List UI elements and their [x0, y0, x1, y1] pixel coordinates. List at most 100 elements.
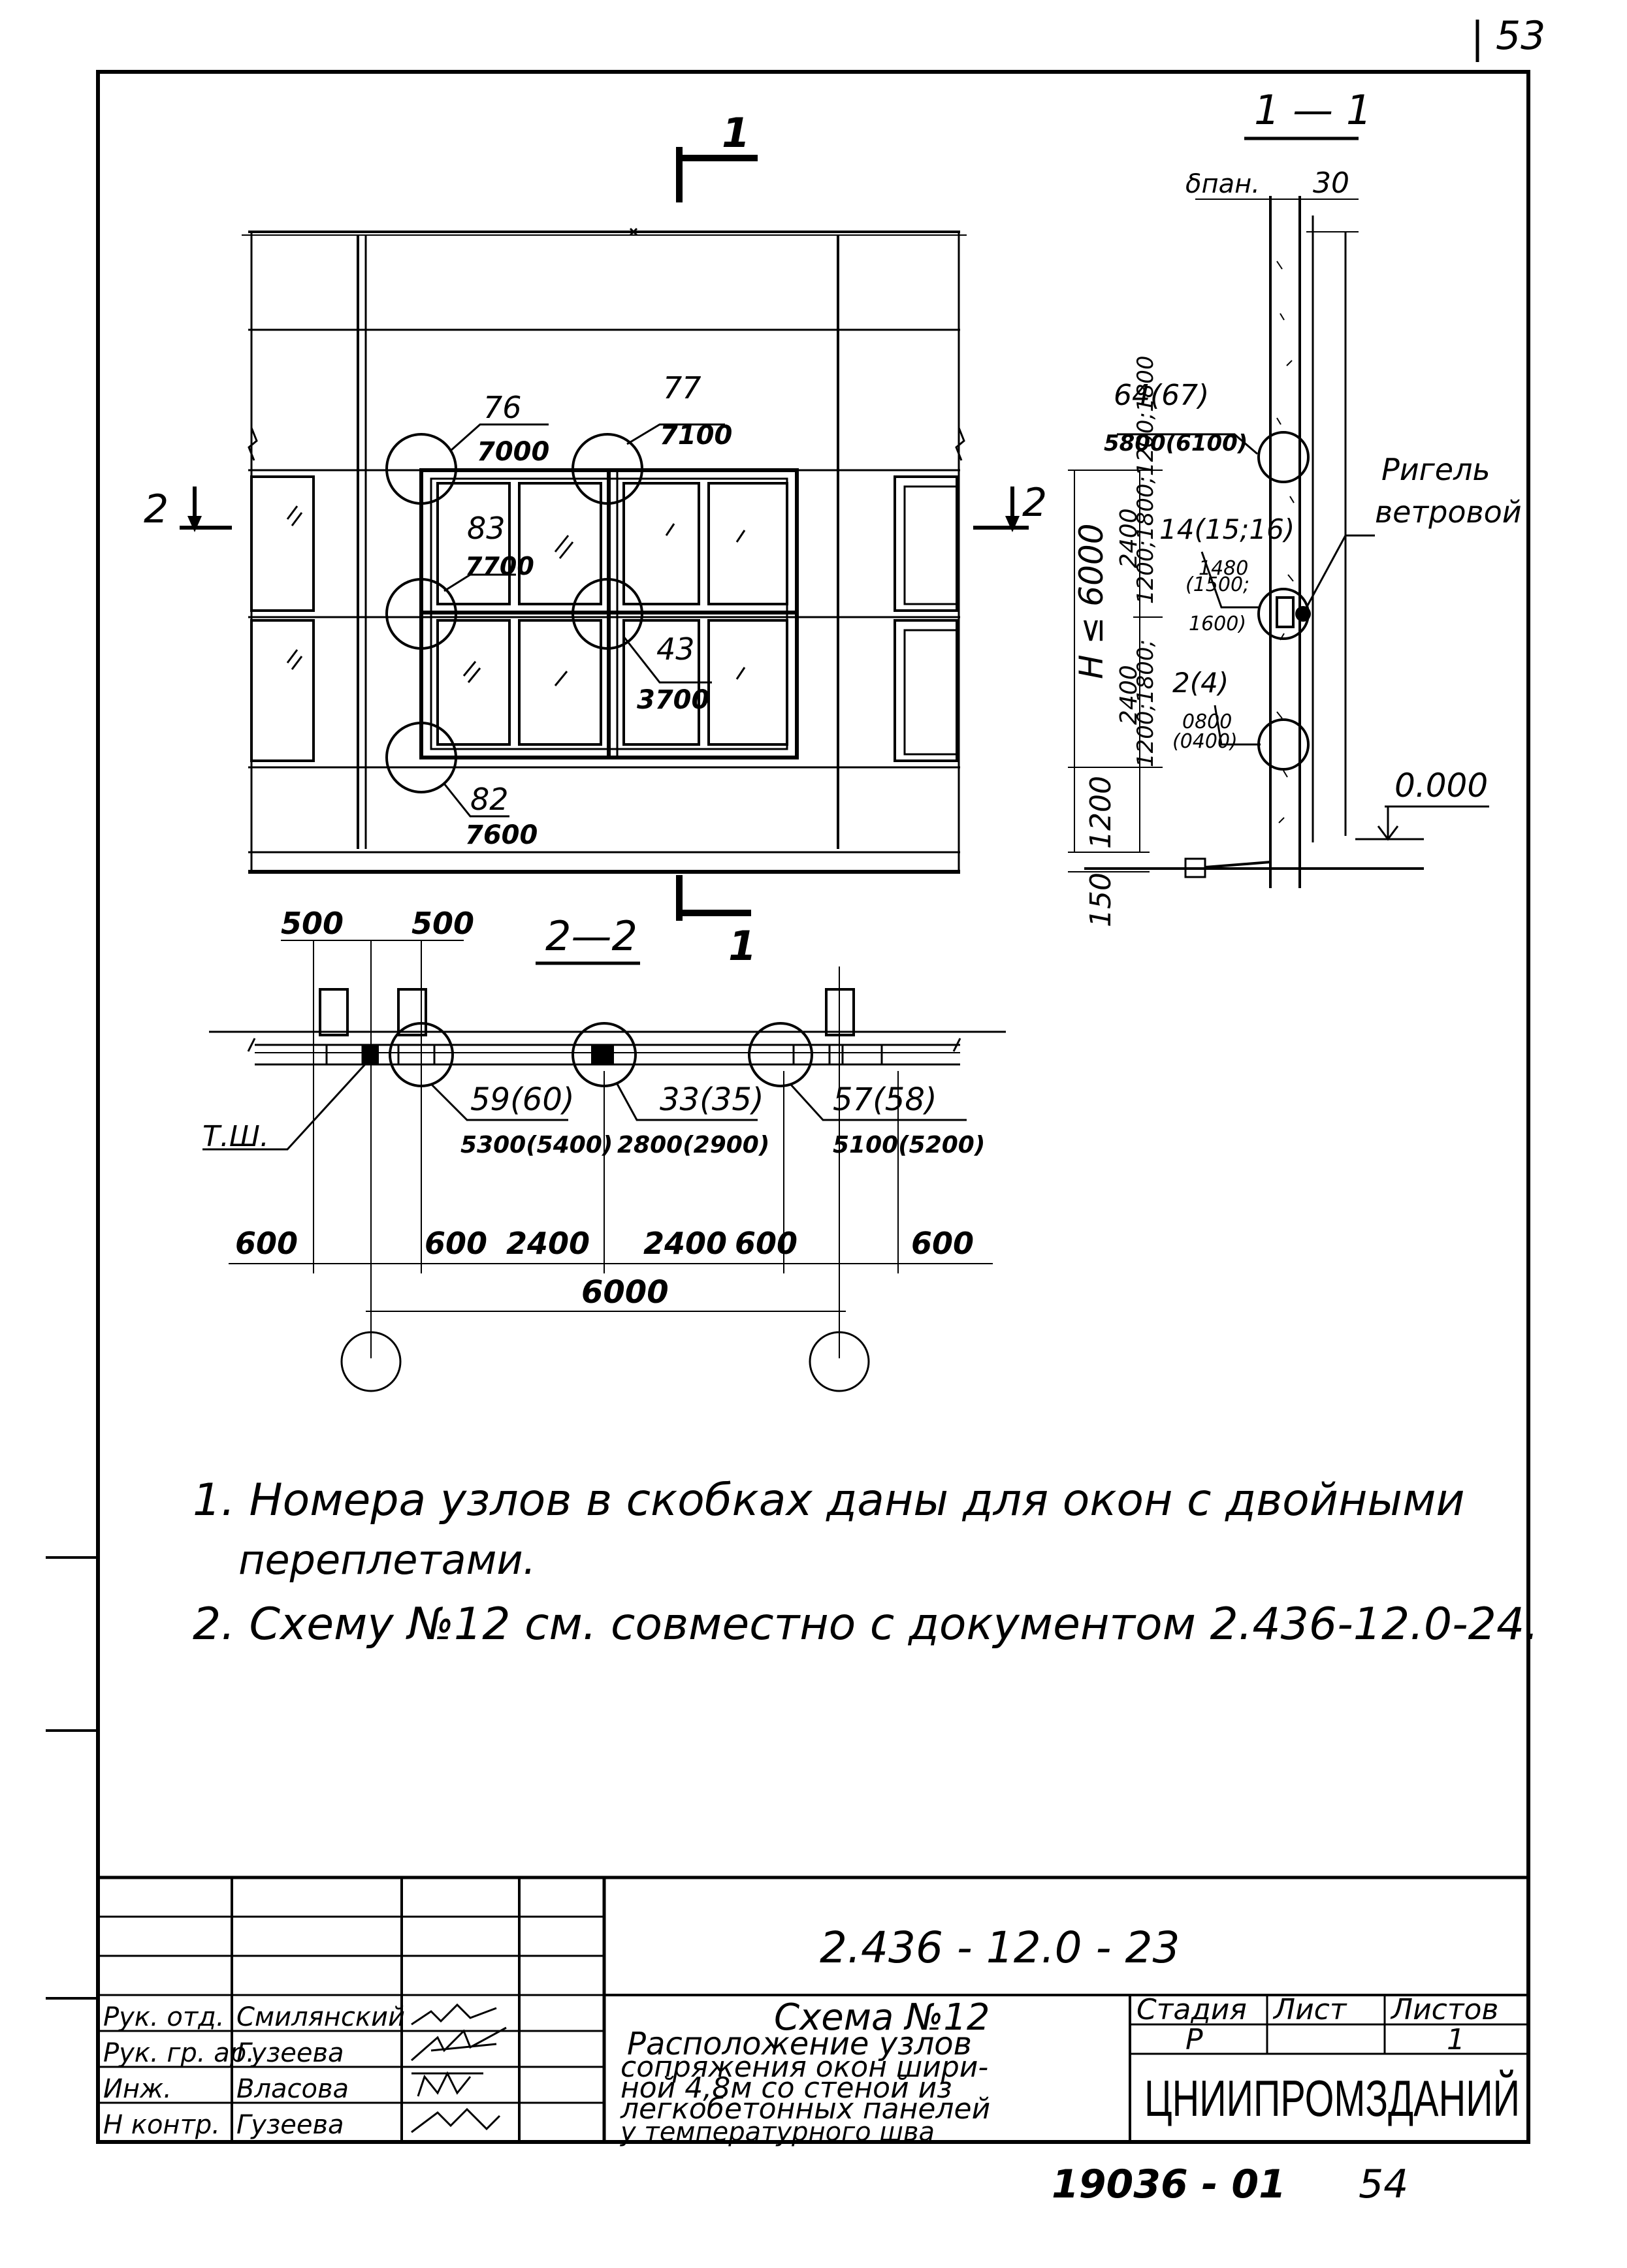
name-3: Власова	[236, 2074, 349, 2104]
node-76-number: 76	[483, 390, 522, 425]
role-3: Инж.	[103, 2074, 172, 2104]
node-43-sheet: 3700	[637, 685, 709, 715]
node-57-number: 57(58)	[833, 1081, 937, 1118]
role-2: Рук. гр. ар.	[103, 2038, 255, 2068]
node-circle	[572, 578, 643, 650]
title-line-6: у температурного шва	[620, 2117, 935, 2147]
rigel-label-2: ветровой	[1375, 494, 1522, 530]
section-marker-left	[180, 487, 232, 530]
dim-range-top: 1200;1800;1200;1800	[1133, 356, 1159, 604]
dim-2400-b: 2400	[643, 1226, 727, 1261]
role-4: Н контр.	[103, 2110, 220, 2140]
node-76-sheet: 7000	[477, 437, 549, 467]
signature	[411, 2026, 507, 2062]
dim-panel-thickness: δпан.	[1185, 169, 1260, 199]
section-marker-right-label: 2	[1022, 480, 1047, 526]
node-33-sheet: 2800(2900)	[617, 1132, 769, 1158]
dim-150: 150	[1084, 872, 1118, 927]
level-mark: 0.000	[1394, 767, 1488, 805]
org-name: ЦНИИПРОМЗДАНИЙ	[1144, 2069, 1520, 2127]
dim-600-a: 600	[235, 1226, 298, 1261]
node-43-number: 43	[656, 631, 695, 667]
node-83-number: 83	[467, 511, 506, 546]
note-2: 2. Схему №12 см. совместно с документом …	[193, 1599, 1539, 1650]
dim-2400-top: 2400	[1116, 508, 1142, 568]
name-1: Смилянский	[236, 2002, 405, 2032]
title-line-5: легкобетонных панелей	[620, 2092, 990, 2126]
node-33-number: 33(35)	[660, 1081, 764, 1118]
bottom-page: 54	[1359, 2162, 1408, 2207]
title-block: 2.436 - 12.0 - 23 Рук. отд. Рук. гр. ар.…	[98, 1876, 1528, 2147]
section-1-1-title: 1 — 1	[1254, 86, 1372, 134]
bottom-stamp: 19036 - 01	[1052, 2162, 1286, 2207]
dim-2400-a: 2400	[506, 1226, 590, 1261]
name-2: Гузеева	[236, 2038, 344, 2068]
name-4: Гузеева	[236, 2110, 344, 2140]
node-14-sheet-3: 1600)	[1189, 613, 1246, 635]
signature	[411, 2071, 483, 2097]
node-circle	[1257, 431, 1310, 483]
node-2-sheet-2: (0400)	[1172, 730, 1238, 753]
section-2-2-title: 2—2	[545, 912, 637, 960]
node-64-sheet: 5800(6100)	[1104, 430, 1248, 456]
sheet-frame	[96, 70, 1530, 2144]
node-14-sheet-1: 1480	[1199, 557, 1248, 580]
node-82-sheet: 7600	[465, 820, 538, 850]
dim-range-low: 1200;1800;	[1133, 639, 1159, 767]
section-2-2: 2—2 500 500 Т.Ш. 59(60) 5300(5400) 33(35…	[202, 906, 1006, 1392]
node-59-sheet: 5300(5400)	[460, 1132, 613, 1158]
node-circle	[385, 722, 457, 793]
node-2-sheet-1: 0800	[1182, 711, 1232, 733]
dim-30: 30	[1313, 167, 1349, 200]
dim-500-right: 500	[411, 906, 474, 941]
node-77-number: 77	[663, 370, 701, 406]
node-14-sheet-2: (1500;	[1185, 573, 1249, 596]
dim-500-left: 500	[281, 906, 344, 941]
section-1-1: 1 — 1 δпан. 30 64(67) 5800(6100) 14(15;1…	[1068, 86, 1522, 927]
dim-2400-low: 2400	[1116, 665, 1142, 725]
node-circle	[385, 578, 457, 650]
note-1-line-2: переплетами.	[238, 1536, 536, 1584]
col-stage: Стадия	[1136, 1993, 1247, 2026]
node-83-sheet: 7700	[465, 552, 534, 581]
section-marker-right	[973, 487, 1029, 530]
elevation-view: 76 7000 77 7100 83 7700 43 3700 82 7600 …	[144, 109, 1047, 970]
section-mark-bottom: 1	[728, 922, 756, 970]
rigel-label-1: Ригель	[1381, 452, 1490, 487]
node-2-number: 2(4)	[1172, 667, 1229, 699]
page-number: 53	[1496, 13, 1545, 59]
stage-value: Р	[1185, 2023, 1203, 2056]
section-cut-mark	[676, 875, 751, 921]
note-1-line-1: 1. Номера узлов в скобках даны для окон …	[193, 1475, 1465, 1526]
section-mark-top: 1	[722, 109, 750, 157]
dim-600-b: 600	[425, 1226, 487, 1261]
sheets-value: 1	[1447, 2023, 1465, 2056]
node-57-sheet: 5100(5200)	[833, 1132, 985, 1158]
signature	[411, 2107, 501, 2133]
node-64-number: 64(67)	[1114, 379, 1209, 412]
signature	[411, 2003, 497, 2026]
dim-600-c: 600	[735, 1226, 797, 1261]
node-77-sheet: 7100	[660, 421, 732, 451]
col-sheet: Лист	[1272, 1993, 1347, 2026]
dim-6000: 6000	[581, 1274, 669, 1311]
dim-600-d: 600	[911, 1226, 974, 1261]
col-sheets: Листов	[1390, 1993, 1498, 2026]
title-line-1: Схема №12	[774, 1996, 990, 2039]
title-line-4: ной 4,8м со стеной из	[620, 2071, 952, 2105]
section-marker-left-label: 2	[144, 487, 169, 532]
node-circle	[748, 1022, 813, 1087]
title-line-3: сопряжения окон шири-	[620, 2051, 988, 2084]
title-line-2: Расположение узлов	[627, 2026, 972, 2062]
node-circle	[572, 433, 643, 505]
node-14-number: 14(15;16)	[1159, 513, 1295, 545]
role-1: Рук. отд.	[103, 2002, 225, 2032]
node-82-number: 82	[470, 782, 509, 817]
section-cut-mark	[676, 147, 758, 202]
axis-bubble	[340, 1331, 402, 1392]
doc-code: 2.436 - 12.0 - 23	[820, 1923, 1180, 1973]
axis-bubble	[809, 1331, 870, 1392]
node-59-number: 59(60)	[470, 1081, 575, 1118]
dim-1200: 1200	[1084, 776, 1118, 849]
